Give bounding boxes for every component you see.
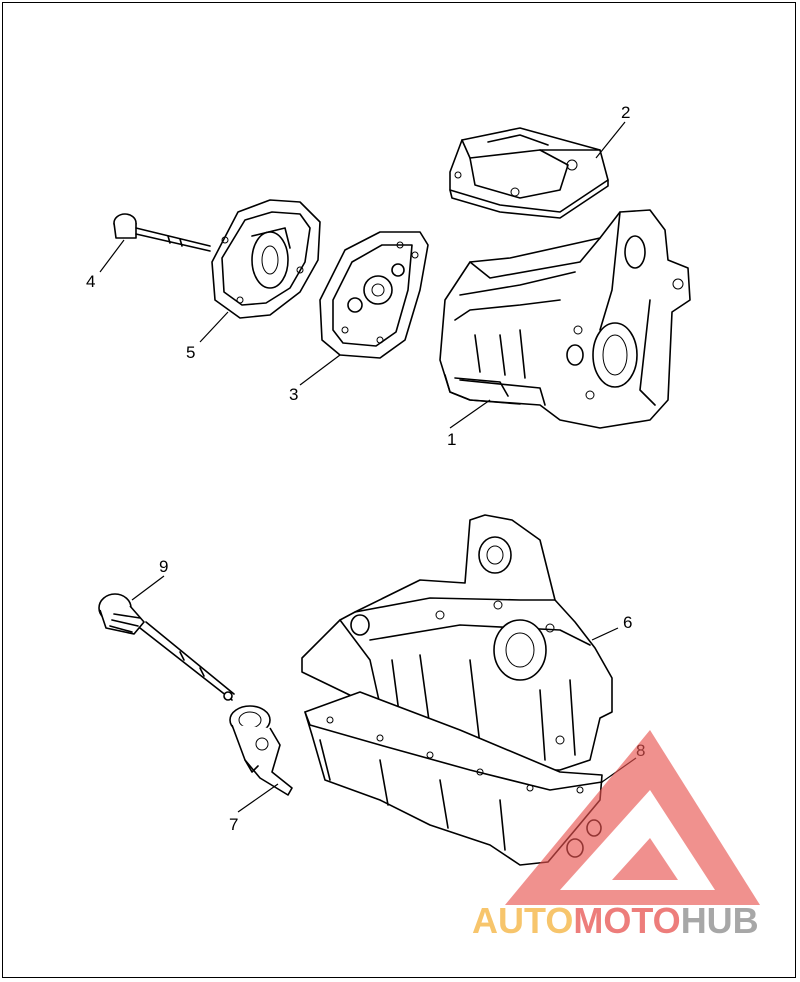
callout-1: 1 — [447, 430, 456, 449]
part-2-top-cover — [449, 127, 609, 219]
logo-triangle-inner — [560, 790, 715, 890]
logo-text: AUTOMOTOHUB — [472, 900, 759, 941]
part-9-dipstick — [98, 593, 235, 701]
part-3-gasket — [319, 231, 429, 359]
part-5-side-cover — [211, 199, 321, 319]
callout-9: 9 — [159, 557, 168, 576]
part-7-shift-fork — [229, 705, 293, 796]
watermark-logo: AUTOMOTOHUB — [472, 730, 760, 941]
part-1-transmission-housing — [439, 209, 691, 429]
logo-text-auto: AUTO — [472, 900, 573, 941]
callout-5: 5 — [186, 343, 195, 362]
callout-3: 3 — [289, 385, 298, 404]
part-4-plug-rod — [113, 213, 211, 252]
logo-text-hub: HUB — [681, 900, 759, 941]
logo-triangle-core — [612, 838, 678, 880]
callout-6: 6 — [623, 613, 632, 632]
callout-4: 4 — [86, 272, 95, 291]
callout-7: 7 — [229, 815, 238, 834]
logo-text-moto: MOTO — [573, 900, 680, 941]
callout-2: 2 — [621, 103, 630, 122]
